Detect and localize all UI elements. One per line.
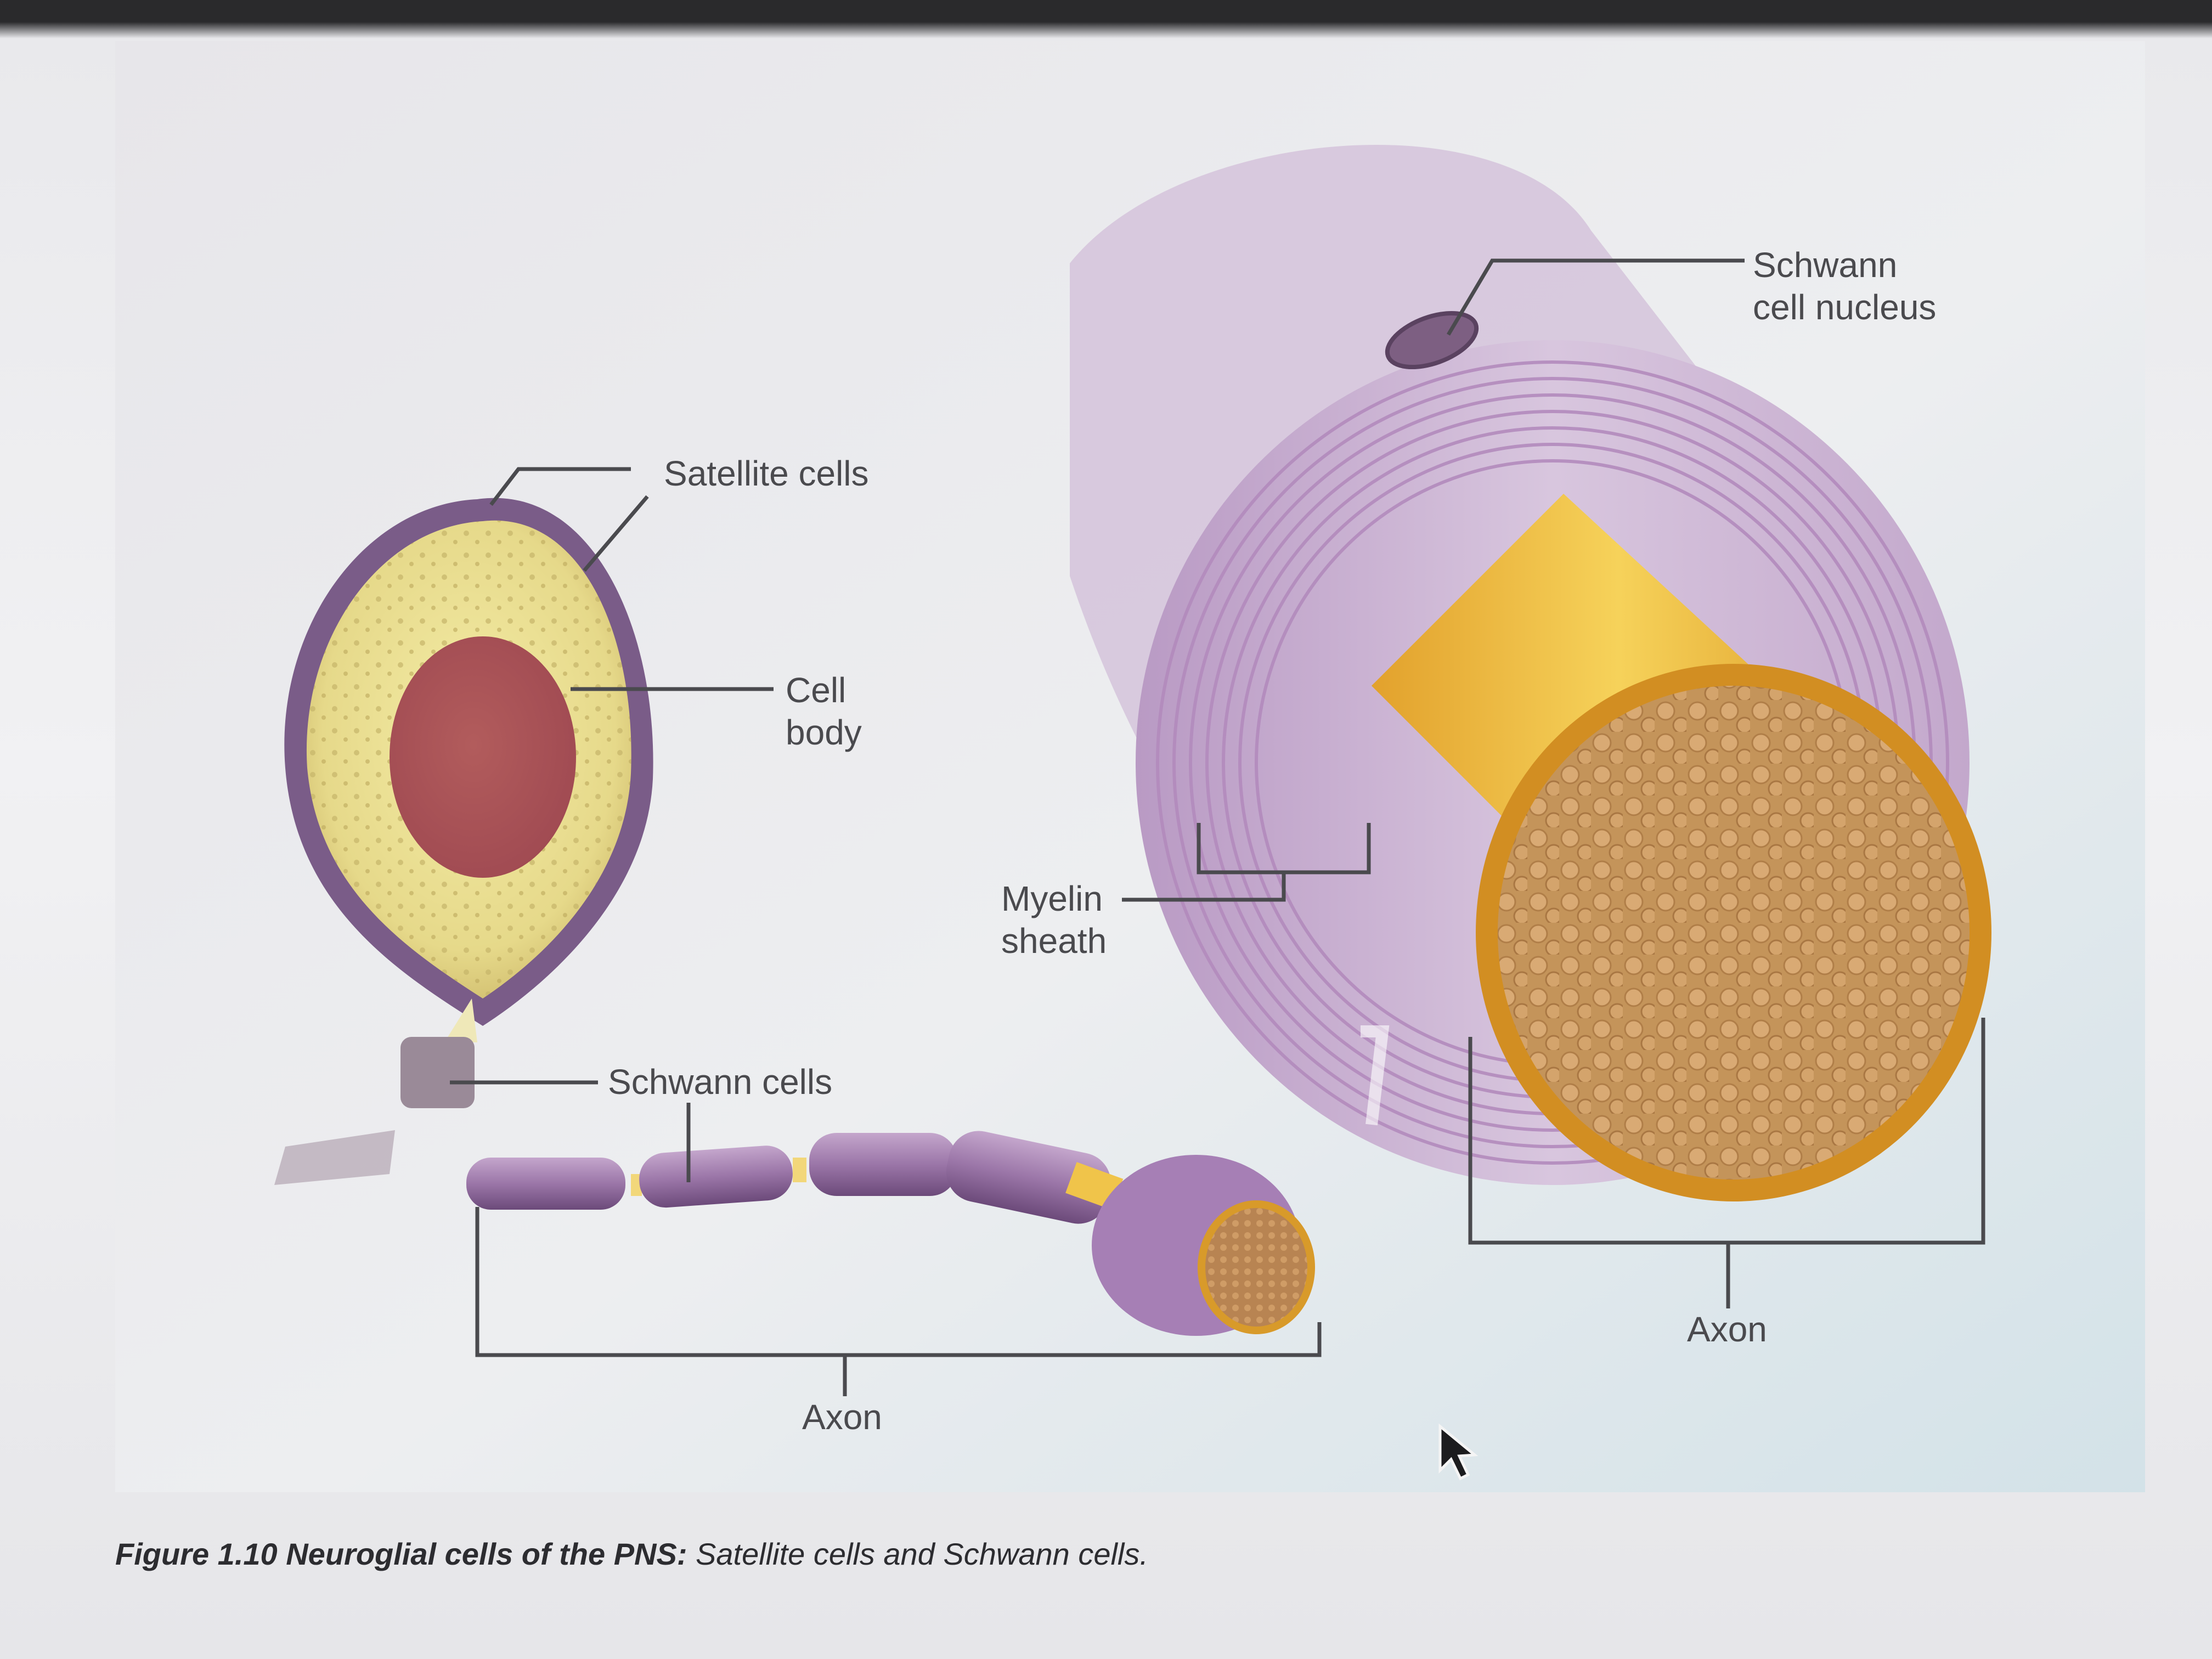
- label-axon-right: Axon: [1687, 1310, 1767, 1349]
- label-schwann-cells: Schwann cells: [608, 1062, 832, 1102]
- label-myelin-line2: sheath: [1001, 921, 1107, 961]
- schwann-cell-chain: [466, 1131, 1315, 1336]
- nucleus: [390, 636, 576, 878]
- label-cell-body-line2: body: [786, 713, 862, 752]
- myelinated-axon-cross-section: [1070, 144, 1991, 1201]
- label-schwann-nucleus-line1: Schwann: [1753, 245, 1897, 285]
- figure-caption: Figure 1.10 Neuroglial cells of the PNS:…: [115, 1536, 1148, 1572]
- caption-text: Satellite cells and Schwann cells.: [687, 1537, 1148, 1571]
- neuron-cell-body: [274, 498, 653, 1185]
- label-myelin-line1: Myelin: [1001, 879, 1103, 918]
- mouse-cursor-icon: [1438, 1423, 1479, 1481]
- label-satellite-cells: Satellite cells: [664, 454, 869, 493]
- leader-lines: [450, 258, 1985, 1396]
- label-schwann-nucleus-line2: cell nucleus: [1753, 287, 1936, 327]
- label-cell-body-line1: Cell: [786, 670, 846, 710]
- label-axon-left: Axon: [802, 1397, 882, 1437]
- caption-bold: Figure 1.10 Neuroglial cells of the PNS:: [115, 1537, 687, 1571]
